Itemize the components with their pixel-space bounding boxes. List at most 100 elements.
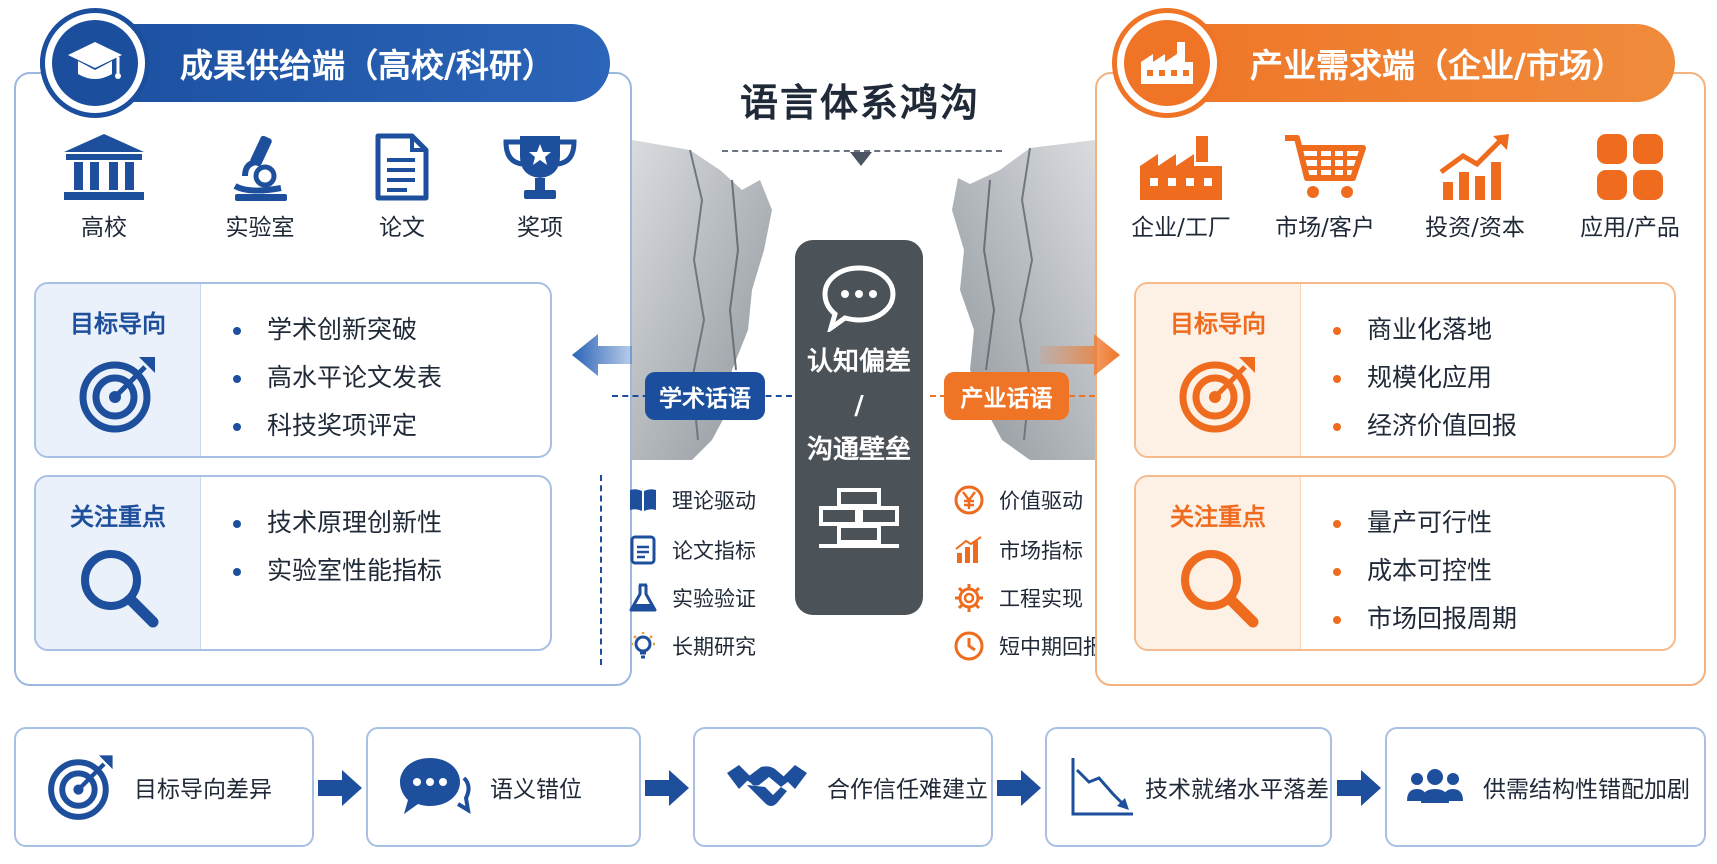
people-icon [1407, 769, 1463, 803]
academic-focus-card: 关注重点 技术原理创新性 实验室性能指标 [34, 475, 552, 651]
card-side: 目标导向 [1136, 284, 1301, 456]
chat-bubble-icon [822, 265, 896, 332]
bottom-step-goal-difference: 目标导向差异 [14, 727, 314, 847]
step-label: 技术就绪水平落差 [1145, 777, 1329, 803]
lightbulb-icon [631, 632, 655, 659]
yen-coin-icon [954, 485, 984, 515]
icon-label: 应用/产品 [1580, 215, 1680, 241]
feature-label: 实验验证 [672, 587, 756, 611]
icon-label: 实验室 [225, 215, 295, 241]
report-icon [630, 535, 656, 565]
icon-lab: 实验室 [190, 132, 330, 242]
card-side: 关注重点 [1136, 477, 1301, 649]
list-item: 科技奖项评定 [233, 402, 442, 450]
gear-icon [955, 584, 983, 612]
industry-feature: 工程实现 [953, 578, 1083, 618]
academic-discourse-tag: 学术话语 [645, 372, 765, 420]
target-icon [48, 755, 113, 820]
focus-list: 技术原理创新性 实验室性能指标 [201, 477, 442, 649]
list-item: 成本可控性 [1333, 547, 1517, 595]
left-pointing-arrow [572, 334, 652, 376]
bar-chart-icon [955, 536, 982, 563]
list-item: 商业化落地 [1333, 306, 1517, 354]
barrier-text: 认知偏差 / 沟通壁垒 [807, 340, 911, 472]
magnifier-icon [81, 550, 159, 628]
list-item: 量产可行性 [1333, 499, 1517, 547]
industry-feature: 价值驱动 [953, 480, 1083, 520]
card-side: 关注重点 [36, 477, 201, 649]
industry-focus-card: 关注重点 量产可行性 成本可控性 市场回报周期 [1134, 475, 1676, 651]
icon-label: 奖项 [517, 215, 563, 241]
academic-header-title: 成果供给端（高校/科研） [180, 46, 556, 85]
right-arrow-icon [997, 770, 1041, 806]
list-item: 规模化应用 [1333, 354, 1517, 402]
bottom-step-trl-gap: 技术就绪水平落差 [1045, 727, 1332, 847]
feature-label: 市场指标 [999, 539, 1083, 563]
list-item: 高水平论文发表 [233, 354, 442, 402]
handshake-icon [727, 765, 807, 806]
factory-badge [1112, 8, 1222, 118]
barrier-line-2: / [854, 391, 864, 421]
academic-vertical-dash [600, 475, 602, 665]
barrier-line-1: 认知偏差 [806, 347, 911, 377]
icon-label: 高校 [81, 215, 127, 241]
card-side: 目标导向 [36, 284, 201, 456]
card-title: 关注重点 [1170, 503, 1266, 531]
cart-icon [1285, 135, 1366, 198]
industry-feature: 市场指标 [953, 530, 1083, 570]
gap-dash-line [722, 150, 1002, 152]
decline-chart-icon [1071, 758, 1133, 816]
industry-feature: 短中期回报 [953, 626, 1104, 666]
step-label: 供需结构性错配加剧 [1483, 777, 1690, 803]
bottom-step-mismatch: 供需结构性错配加剧 [1385, 727, 1706, 847]
icon-paper: 论文 [332, 132, 472, 242]
right-pointing-arrow [1040, 334, 1120, 376]
bank-icon [64, 134, 144, 200]
factory-icon [1141, 42, 1193, 84]
feature-label: 短中期回报 [999, 635, 1104, 659]
right-arrow-icon [645, 770, 689, 806]
magnifier-icon [1181, 550, 1259, 628]
list-item: 技术原理创新性 [233, 499, 442, 547]
bottom-step-semantic-misalignment: 语义错位 [366, 727, 641, 847]
clock-icon [954, 631, 984, 661]
step-label: 合作信任难建立 [827, 777, 988, 803]
goal-list: 学术创新突破 高水平论文发表 科技奖项评定 [201, 284, 442, 456]
academic-feature: 实验验证 [628, 578, 756, 618]
list-item: 市场回报周期 [1333, 595, 1517, 643]
graduation-cap-badge [40, 8, 150, 118]
target-icon [79, 357, 155, 433]
tag-label: 学术话语 [659, 386, 751, 412]
icon-investment: 投资/资本 [1405, 132, 1545, 242]
icon-label: 企业/工厂 [1131, 215, 1231, 241]
academic-feature: 理论驱动 [628, 480, 756, 520]
goal-list: 商业化落地 规模化应用 经济价值回报 [1301, 284, 1517, 456]
card-title: 关注重点 [70, 503, 166, 531]
feature-label: 论文指标 [672, 539, 756, 563]
brick-wall-icon [819, 488, 899, 548]
industry-discourse-tag: 产业话语 [944, 372, 1069, 420]
graduation-cap-icon [68, 42, 122, 79]
card-title: 目标导向 [1170, 310, 1266, 338]
academic-feature: 长期研究 [628, 626, 756, 666]
open-book-icon [630, 489, 656, 511]
feature-label: 工程实现 [999, 587, 1083, 611]
icon-enterprise: 企业/工厂 [1111, 132, 1251, 242]
focus-list: 量产可行性 成本可控性 市场回报周期 [1301, 477, 1517, 649]
cognitive-barrier: 认知偏差 / 沟通壁垒 [795, 240, 923, 615]
icon-application: 应用/产品 [1560, 132, 1700, 242]
microscope-icon [233, 135, 287, 201]
feature-label: 价值驱动 [999, 489, 1083, 513]
app-grid-icon [1597, 134, 1663, 200]
document-icon [375, 133, 429, 201]
icon-label: 投资/资本 [1425, 215, 1525, 241]
icon-label: 论文 [379, 215, 425, 241]
icon-market: 市场/客户 [1255, 132, 1395, 242]
feature-label: 理论驱动 [672, 489, 756, 513]
gap-title: 语言体系鸿沟 [739, 81, 980, 125]
list-item: 学术创新突破 [233, 306, 442, 354]
barrier-line-3: 沟通壁垒 [806, 435, 911, 465]
trophy-icon [503, 136, 577, 199]
factory-icon [1140, 136, 1222, 200]
icon-label: 市场/客户 [1275, 215, 1375, 241]
